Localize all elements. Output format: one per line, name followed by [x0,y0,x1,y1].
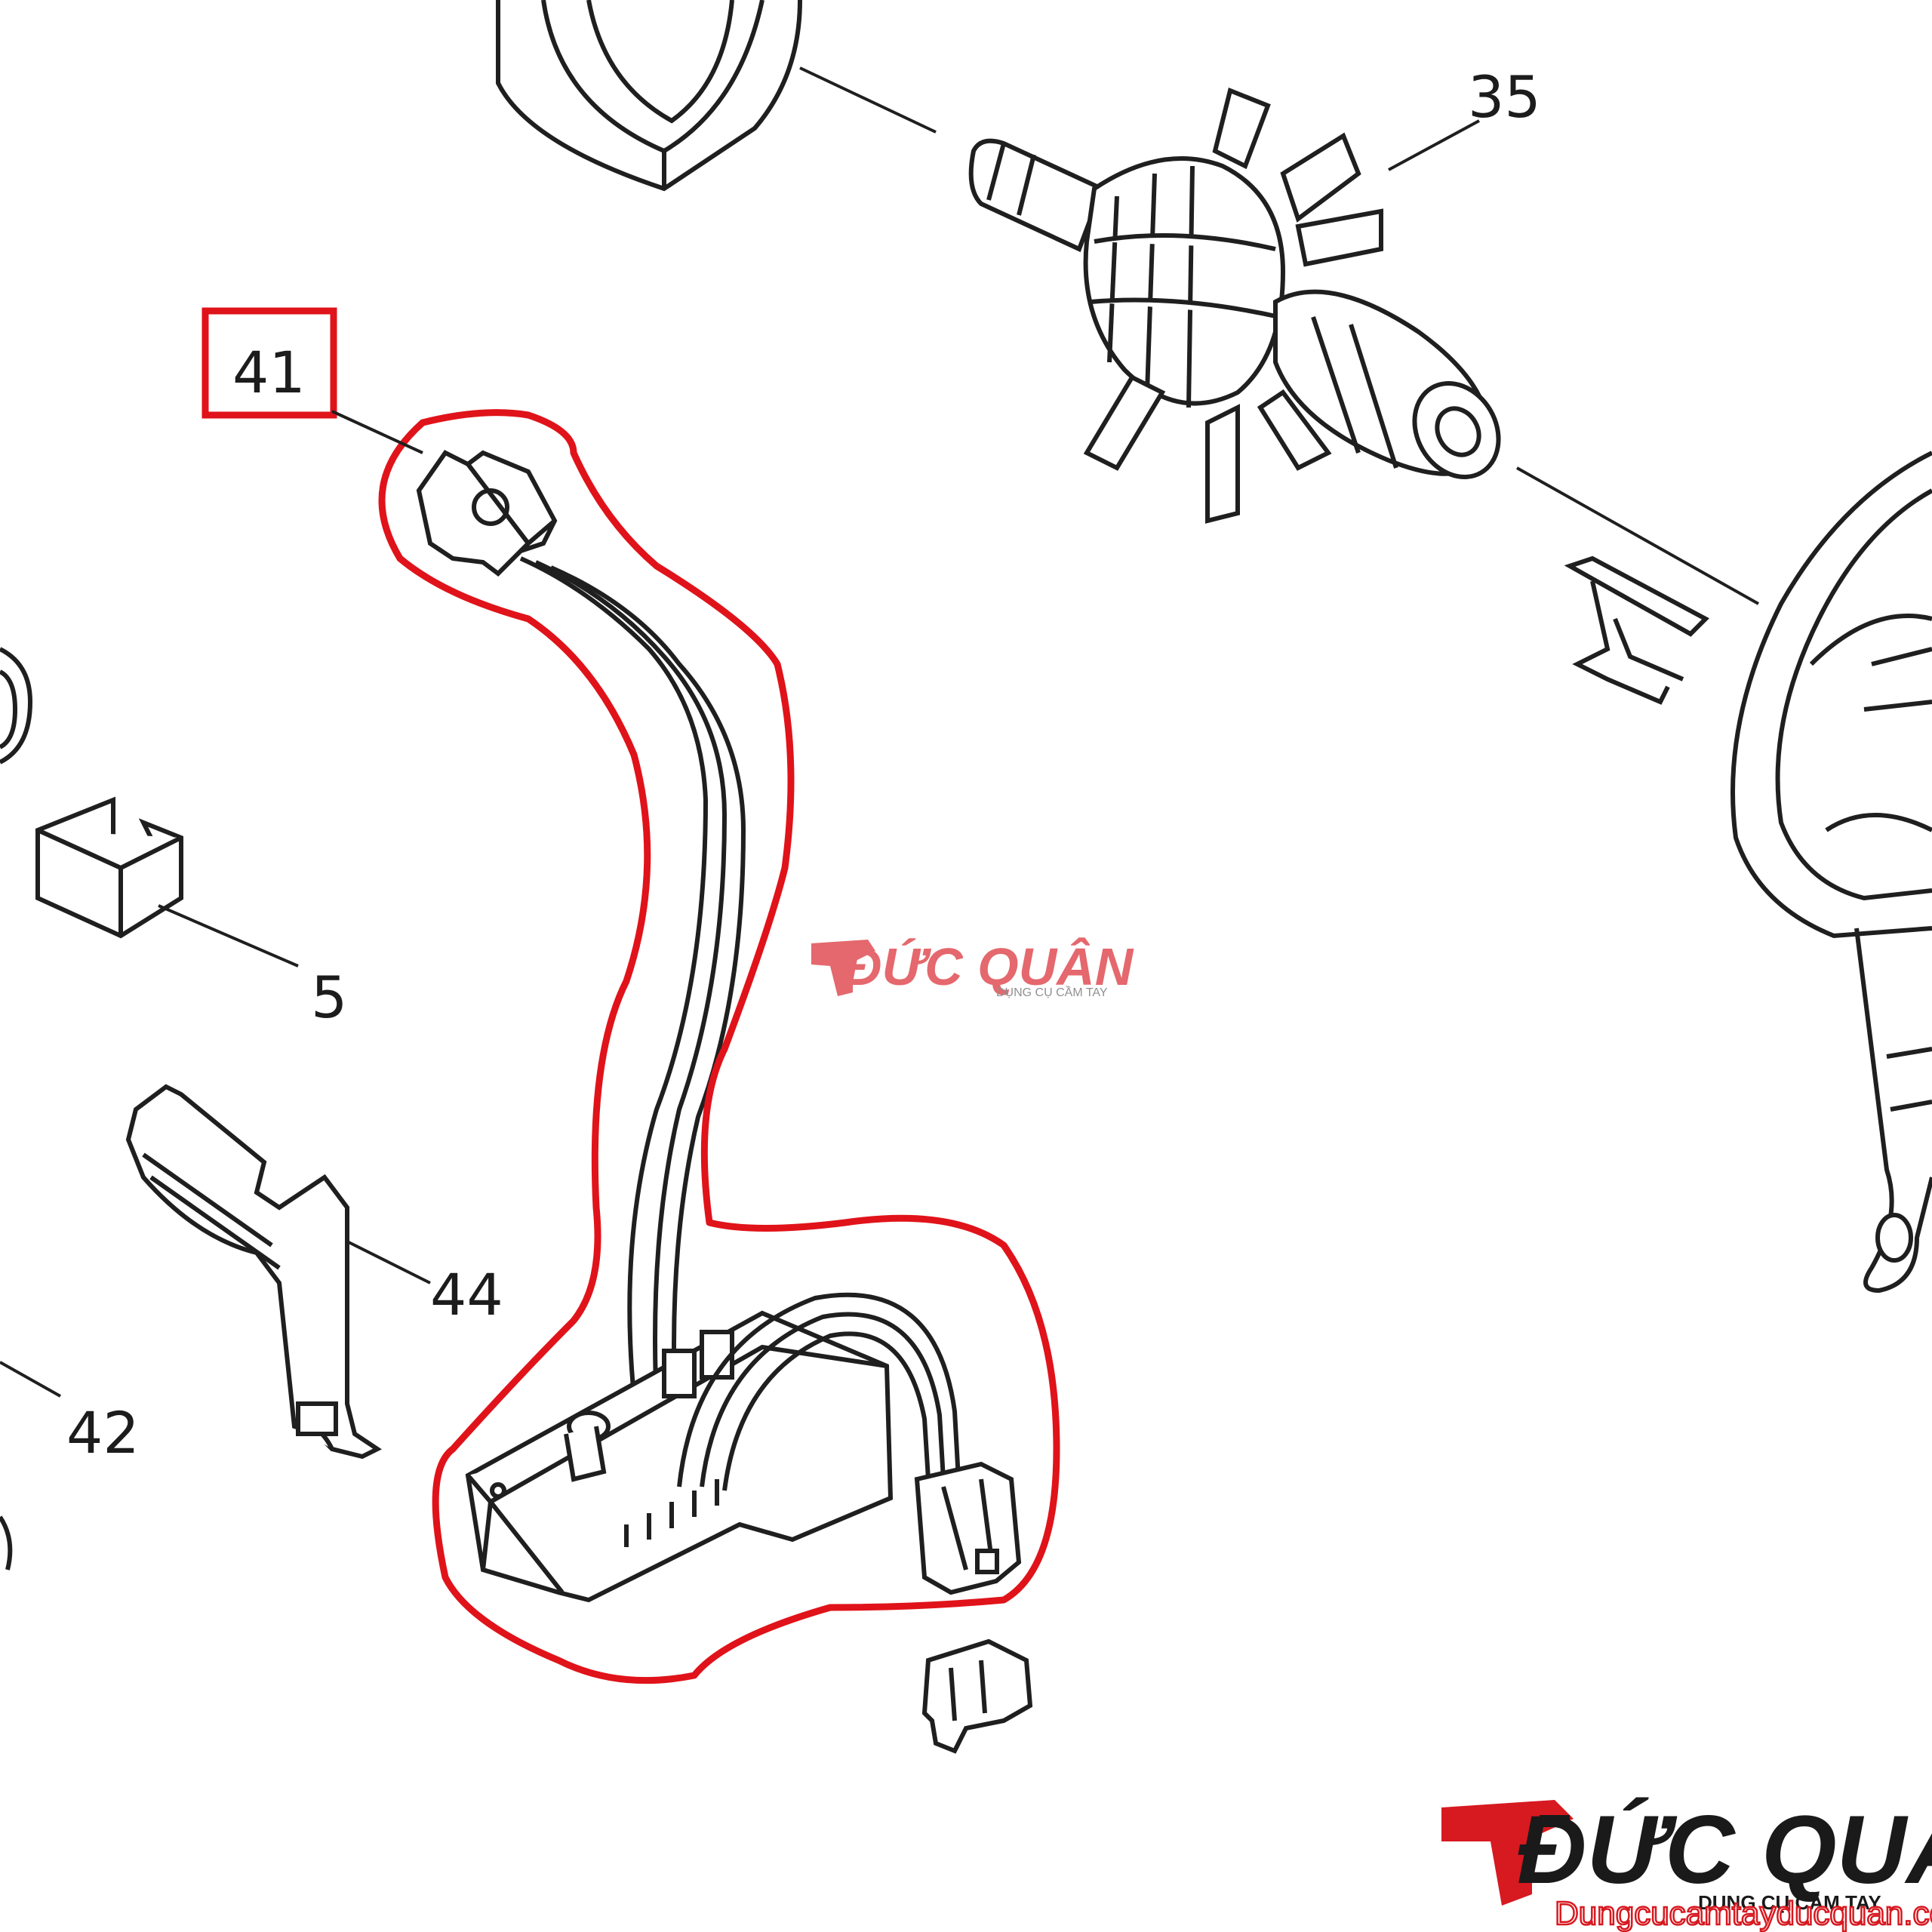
controller-part-41 [416,450,1033,1754]
brand-logo: ĐỨC QUÂN DỤNG CỤ CẦM TAY Dungcucamtayduc… [1441,1795,1932,1932]
watermark-tagline: DỤNG CỤ CẦM TAY [996,985,1108,999]
part-number-44: 44 [430,1261,503,1328]
part-5-leader [158,904,299,968]
brush-holder-clip [1564,555,1709,705]
logo-website: Dungcucamtayducquan.com [1555,1895,1932,1932]
part-number-35: 35 [1468,63,1541,131]
axis-line-1 [799,66,937,134]
part-42-leader [0,1361,61,1398]
axis-line-2 [1516,466,1759,605]
part-35-leader [1388,119,1480,171]
logo-drill-icon [1441,1800,1574,1906]
part-44-leader [346,1240,431,1284]
highlight-outline [378,409,1060,1684]
part-number-41: 41 [232,339,306,406]
left-edge-round-part [0,1515,13,1571]
bracket-part-44 [125,1084,382,1460]
center-watermark: ĐỨC QUÂN DỤNG CỤ CẦM TAY [811,937,1134,999]
cylinder-part [496,0,802,192]
motor-housing-part [1730,451,1932,1294]
part-41-label-box [202,307,337,419]
part-number-42: 42 [66,1399,140,1466]
logo-brand-name: ĐỨC QUÂN [1517,1795,1932,1904]
logo-drill-tip [1540,1815,1570,1826]
armature-part-35 [968,87,1501,524]
part-41-leader [331,410,423,454]
left-edge-part [0,647,33,764]
logo-tagline: DỤNG CỤ CẦM TAY [1698,1891,1881,1914]
block-part-5 [35,796,183,939]
watermark-drill-icon [811,940,875,996]
part-number-5: 5 [311,964,347,1031]
watermark-brand: ĐỨC QUÂN [844,937,1134,996]
